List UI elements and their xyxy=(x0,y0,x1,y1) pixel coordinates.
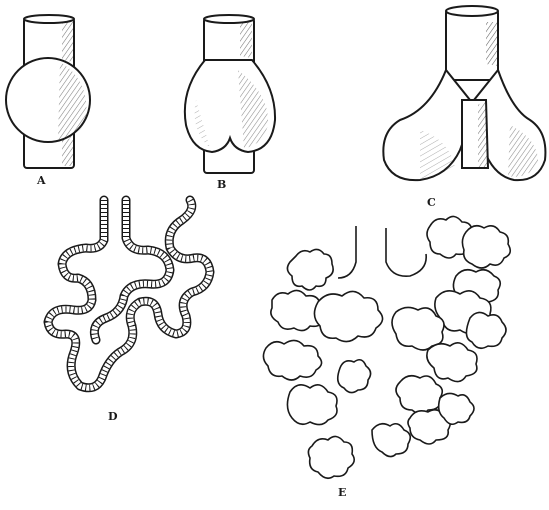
figure-b-bilobed-tube xyxy=(185,15,275,173)
label-c: C xyxy=(427,196,436,209)
label-b: B xyxy=(217,178,227,191)
figure-a-bulbous-tube xyxy=(6,15,90,168)
label-e: E xyxy=(338,486,347,499)
figure-d-branched-gland-section xyxy=(48,200,210,388)
figure-e-lobulated-gland-outline xyxy=(263,216,510,478)
label-a: A xyxy=(37,174,46,187)
label-d: D xyxy=(108,410,118,423)
figure-c-divided-sacs xyxy=(383,6,545,180)
